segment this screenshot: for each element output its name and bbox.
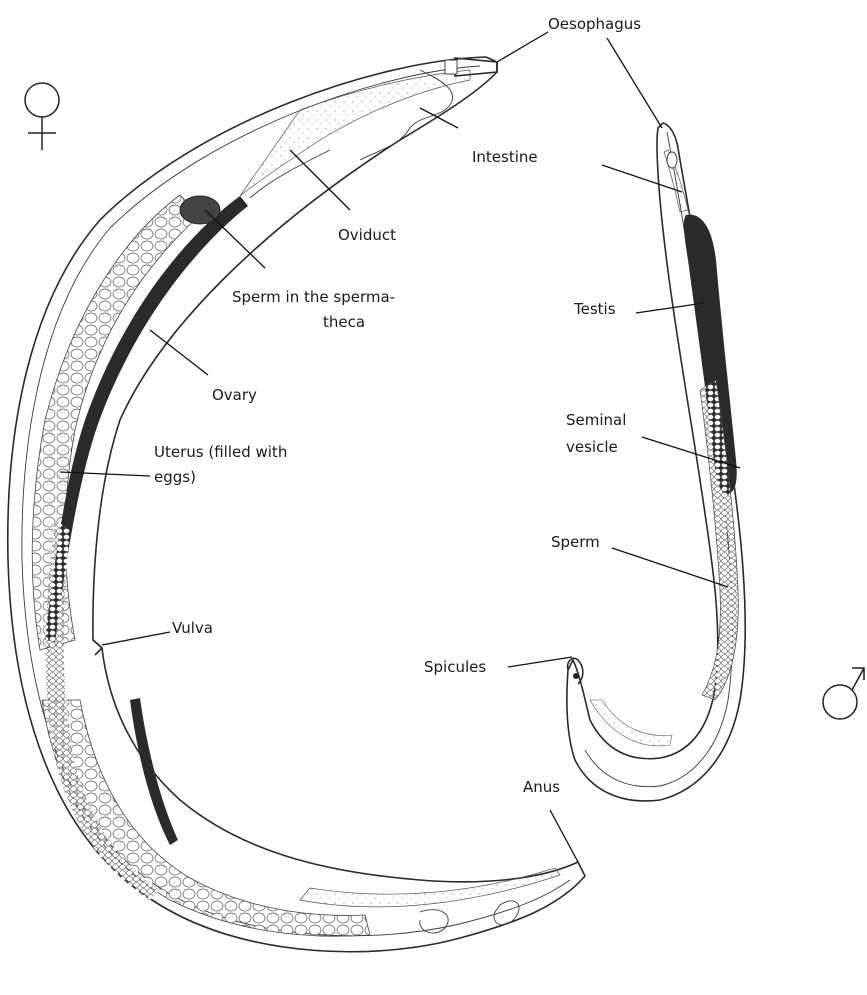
- label-testis: Testis: [573, 300, 616, 318]
- female-symbol: [25, 83, 59, 150]
- label-sperm-spermatheca-1: Sperm in the sperma-: [232, 288, 395, 306]
- label-ovary: Ovary: [212, 386, 257, 404]
- label-sperm-spermatheca-2: theca: [323, 313, 365, 331]
- label-uterus-2: eggs): [154, 468, 196, 486]
- label-intestine: Intestine: [472, 148, 538, 166]
- leader-anus: [550, 810, 578, 862]
- male-tail: [568, 658, 583, 684]
- female-ovary-lower: [130, 698, 178, 845]
- leader-ovary: [150, 330, 208, 375]
- female-intestine-posterior: [300, 868, 560, 907]
- male-oesophagus-bulb: [667, 152, 677, 168]
- leader-oesophagus-female: [497, 32, 548, 62]
- male-symbol: [823, 668, 864, 719]
- male-spicules: [573, 673, 579, 679]
- label-spicules: Spicules: [424, 658, 486, 676]
- female-spermatheca: [180, 196, 220, 224]
- female-vulva: [93, 640, 102, 655]
- label-sperm: Sperm: [551, 533, 600, 551]
- leader-sperm-spermatheca: [205, 210, 265, 268]
- label-oesophagus: Oesophagus: [548, 15, 641, 33]
- female-intestine-anterior: [240, 70, 470, 196]
- label-seminal-vesicle-2: vesicle: [566, 438, 618, 456]
- label-anus: Anus: [523, 778, 560, 796]
- label-seminal-vesicle-1: Seminal: [566, 411, 626, 429]
- leader-spicules: [508, 657, 572, 667]
- label-uterus-1: Uterus (filled with: [154, 443, 287, 461]
- leader-vulva: [102, 632, 170, 645]
- female-pharynx-bulb: [445, 60, 457, 74]
- label-oviduct: Oviduct: [338, 226, 396, 244]
- female-worm: [8, 57, 585, 952]
- label-vulva: Vulva: [172, 619, 213, 637]
- leader-testis: [636, 303, 704, 313]
- male-worm: [567, 123, 745, 801]
- leader-oesophagus-male: [607, 38, 662, 128]
- female-posterior-loops: [420, 901, 519, 933]
